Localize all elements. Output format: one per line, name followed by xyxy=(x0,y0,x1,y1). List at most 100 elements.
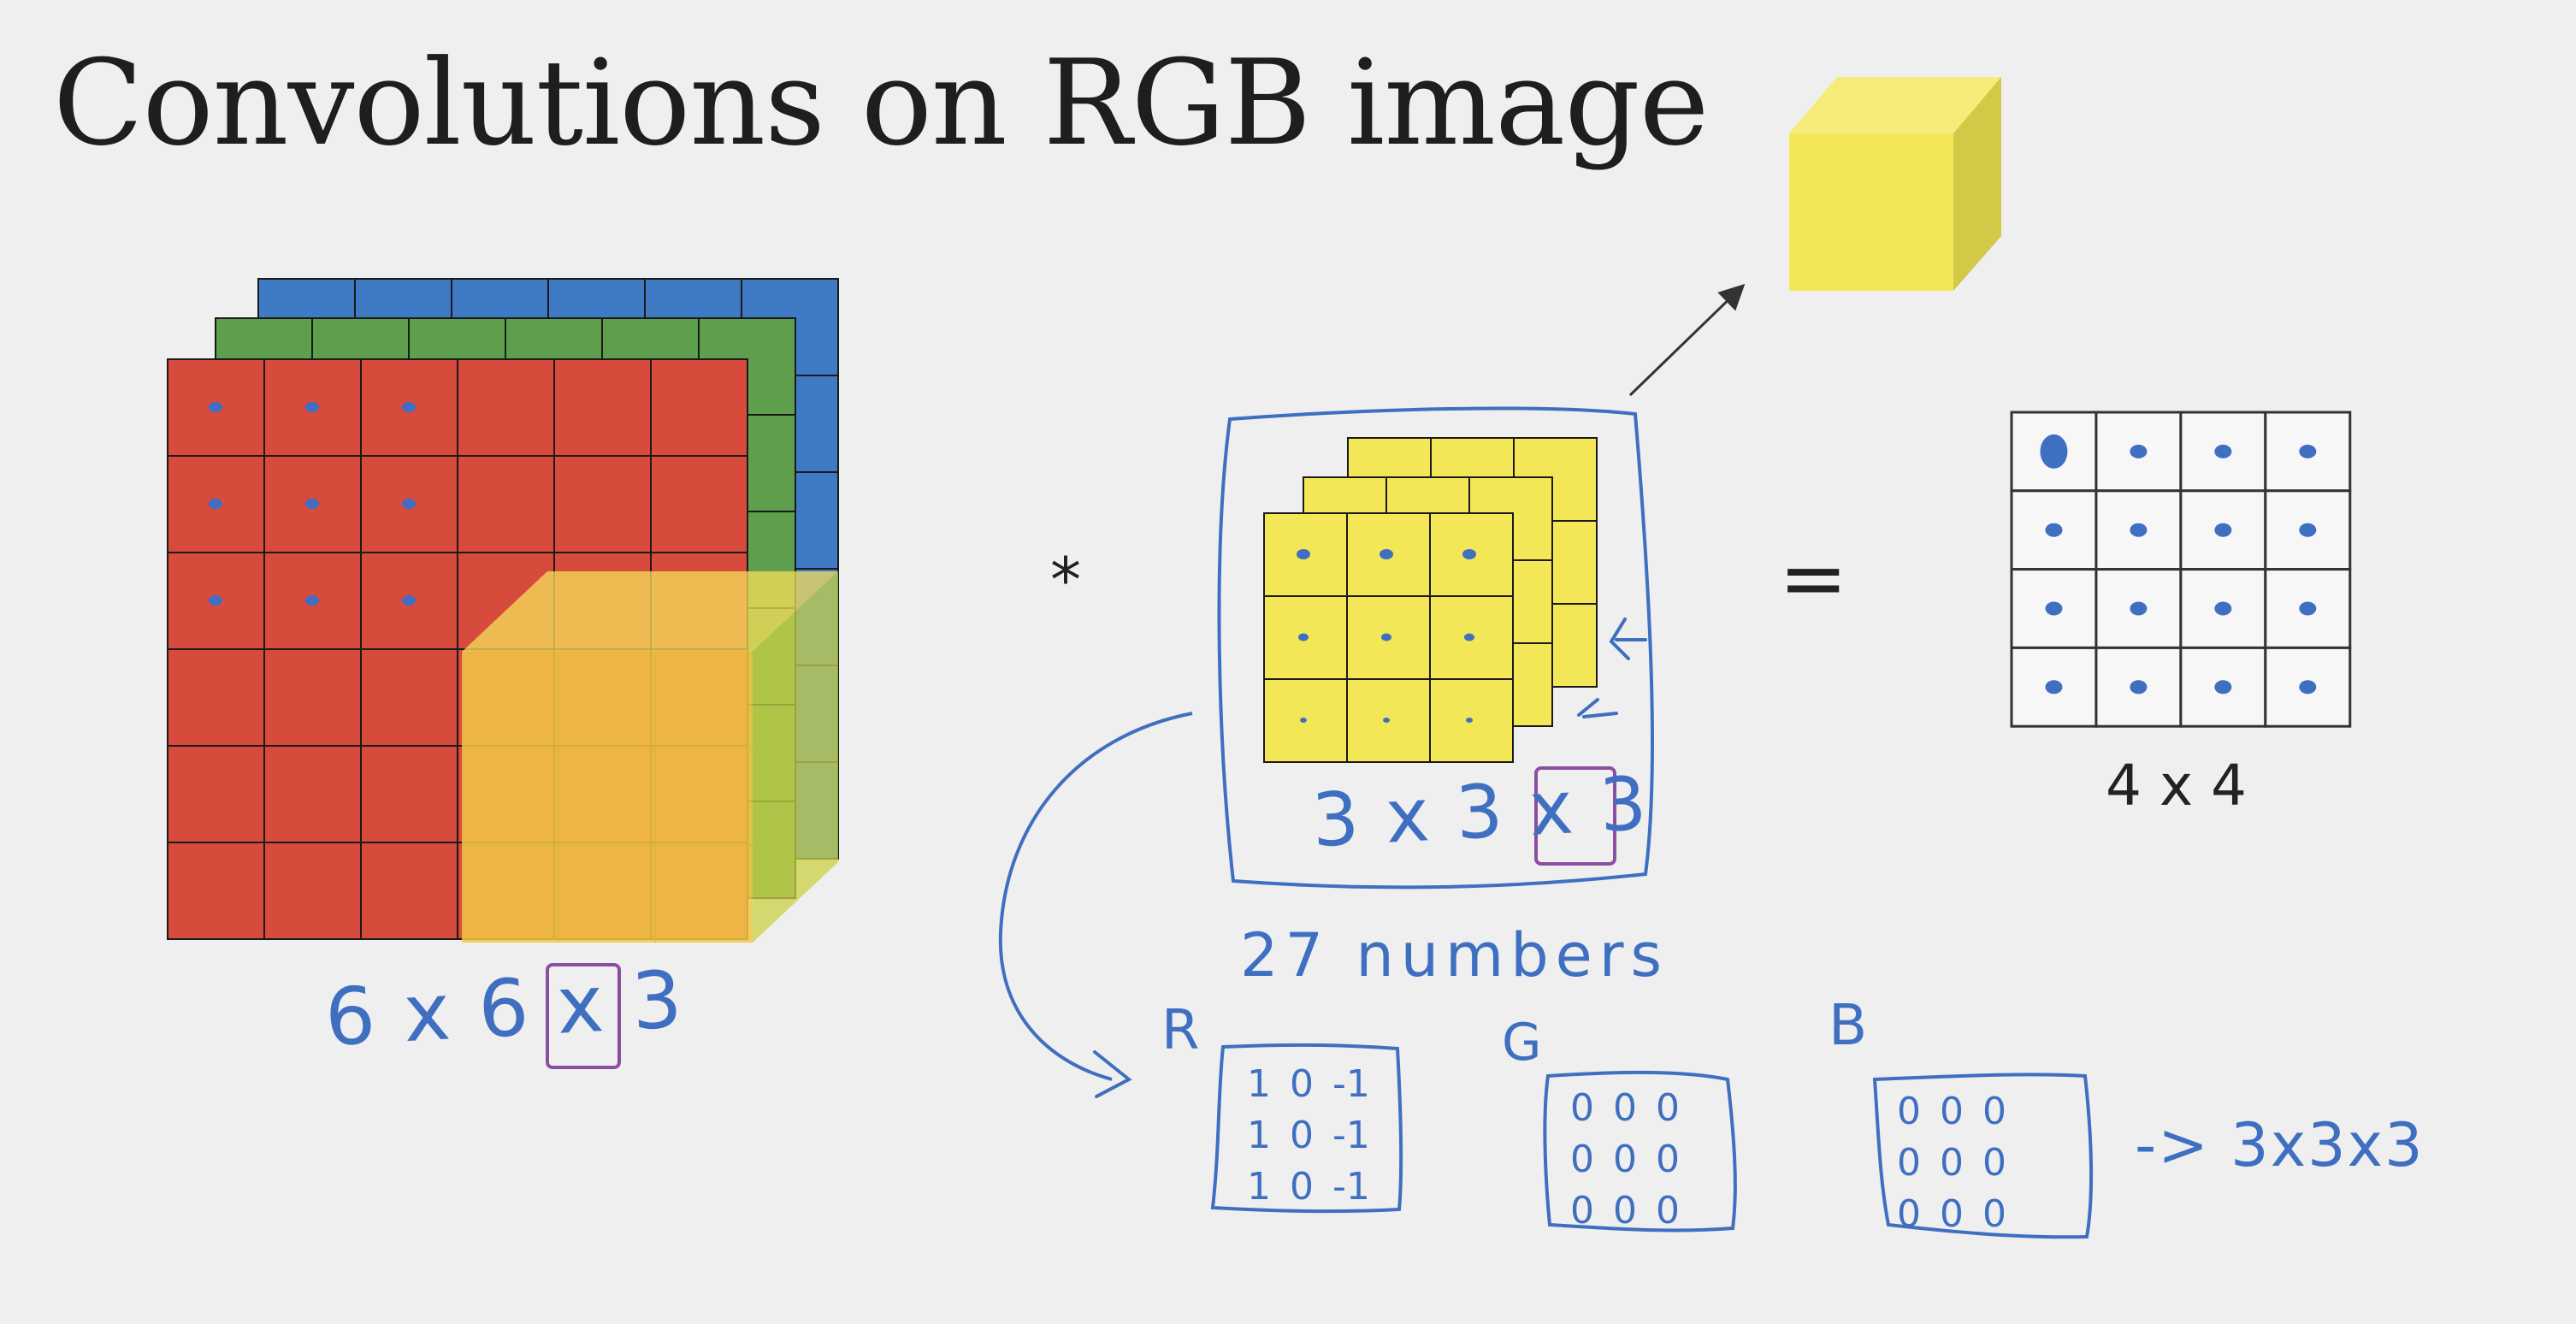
output-cell-dot xyxy=(2040,434,2068,469)
filter-channel-highlight xyxy=(1534,766,1616,866)
output-cell-dot xyxy=(2214,444,2232,458)
input-dims-label: 6 x 6 x 3 xyxy=(322,954,686,1064)
matrix-g-value: 0 xyxy=(1656,1086,1680,1130)
matrix-g-value: 0 xyxy=(1570,1138,1594,1181)
channel-letter-g: G xyxy=(1502,1013,1542,1073)
output-cell-dot xyxy=(2130,680,2148,695)
matrix-g-value: 0 xyxy=(1570,1189,1594,1232)
red-cell-dot xyxy=(305,402,319,412)
matrix-r-value: 1 xyxy=(1247,1165,1271,1209)
red-cell-dot xyxy=(209,402,222,412)
filter-hand-outline xyxy=(1217,406,1654,890)
matrix-r-value: 0 xyxy=(1290,1114,1314,1157)
matrix-g-value: 0 xyxy=(1613,1189,1637,1232)
matrix-b-value: 0 xyxy=(1940,1192,1964,1236)
red-cell-dot xyxy=(402,595,416,606)
matrix-g-value: 0 xyxy=(1613,1086,1637,1130)
matrix-b-value: 0 xyxy=(1897,1192,1921,1236)
output-dims-label: 4 x 4 xyxy=(2106,753,2247,819)
matrix-b-value: 0 xyxy=(1982,1192,2006,1236)
red-cell xyxy=(553,455,652,553)
input-volume xyxy=(167,278,839,943)
curved-arrow-head-icon xyxy=(1093,1050,1132,1098)
red-cell-dot xyxy=(402,402,416,412)
red-cell xyxy=(553,358,652,457)
matrix-b-value: 0 xyxy=(1982,1141,2006,1185)
output-cell-dot xyxy=(2299,444,2317,458)
matrix-r-value: 1 xyxy=(1247,1114,1271,1157)
filter-cell-dot xyxy=(1298,633,1309,641)
matrix-g-value: 0 xyxy=(1656,1189,1680,1232)
filter-count-label: 27 numbers xyxy=(1240,920,1669,990)
output-cell-dot xyxy=(2045,523,2063,537)
output-cell-dot xyxy=(2299,523,2317,537)
matrix-r-value: -1 xyxy=(1332,1062,1370,1106)
matrix-r-value: 0 xyxy=(1290,1165,1314,1209)
output-cell-dot xyxy=(2214,680,2232,695)
output-cell-dot xyxy=(2130,444,2148,458)
matrix-r-value: 1 xyxy=(1247,1062,1271,1106)
red-cell xyxy=(167,745,265,843)
matrix-b-value: 0 xyxy=(1897,1141,1921,1185)
output-cube-icon xyxy=(1789,77,2001,291)
filter-overlay-on-input xyxy=(462,571,838,943)
filter-cell-dot xyxy=(1300,718,1307,723)
red-cell xyxy=(457,455,555,553)
output-cell-dot xyxy=(2299,601,2317,616)
output-cell-dot xyxy=(2214,601,2232,616)
output-cell-dot xyxy=(2299,680,2317,695)
filter-cell-dot xyxy=(1383,718,1390,723)
red-cell xyxy=(263,842,362,940)
output-grid xyxy=(2010,411,2352,728)
matrix-b-value: 0 xyxy=(1897,1090,1921,1133)
curved-arrow-to-matrices xyxy=(998,712,1193,1081)
filter-cell-dot xyxy=(1297,549,1310,559)
output-cell-dot xyxy=(2045,601,2063,616)
channel-letter-r: R xyxy=(1161,999,1200,1062)
matrix-box-r xyxy=(1210,1043,1403,1214)
red-cell-dot xyxy=(305,595,319,606)
filter-layer-arrow-icon xyxy=(1609,618,1647,660)
matrix-r-value: -1 xyxy=(1332,1114,1370,1157)
output-cell-dot xyxy=(2130,523,2148,537)
red-cell xyxy=(650,358,748,457)
output-cell-dot xyxy=(2214,523,2232,537)
red-cell-dot xyxy=(305,499,319,509)
filter-cell-dot xyxy=(1466,718,1473,723)
red-cell-dot xyxy=(209,595,222,606)
red-cell xyxy=(167,842,265,940)
matrix-r-value: -1 xyxy=(1332,1165,1370,1209)
matrix-g-value: 0 xyxy=(1613,1138,1637,1181)
red-cell xyxy=(650,455,748,553)
filter-dims-label: 3 x 3 x 3 xyxy=(1309,760,1651,865)
red-cell xyxy=(360,842,458,940)
matrix-box-b xyxy=(1872,1073,2094,1239)
equals-operator: = xyxy=(1779,530,1848,626)
output-cell-dot xyxy=(2045,680,2063,695)
filter-volume xyxy=(1263,437,1598,763)
red-cell xyxy=(263,648,362,747)
matrix-box-g xyxy=(1543,1070,1737,1232)
result-dims-label: -> 3x3x3 xyxy=(2135,1110,2425,1180)
channel-letter-b: B xyxy=(1829,992,1868,1058)
matrix-r-value: 0 xyxy=(1290,1062,1314,1106)
filter-layer-mark-icon xyxy=(1577,698,1618,718)
slide-title: Convolutions on RGB image xyxy=(53,34,1709,172)
input-channel-highlight xyxy=(546,963,621,1069)
convolve-operator: * xyxy=(1050,544,1081,616)
matrix-b-value: 0 xyxy=(1982,1090,2006,1133)
filter-cell-dot xyxy=(1462,549,1476,559)
filter-cell-dot xyxy=(1380,549,1393,559)
